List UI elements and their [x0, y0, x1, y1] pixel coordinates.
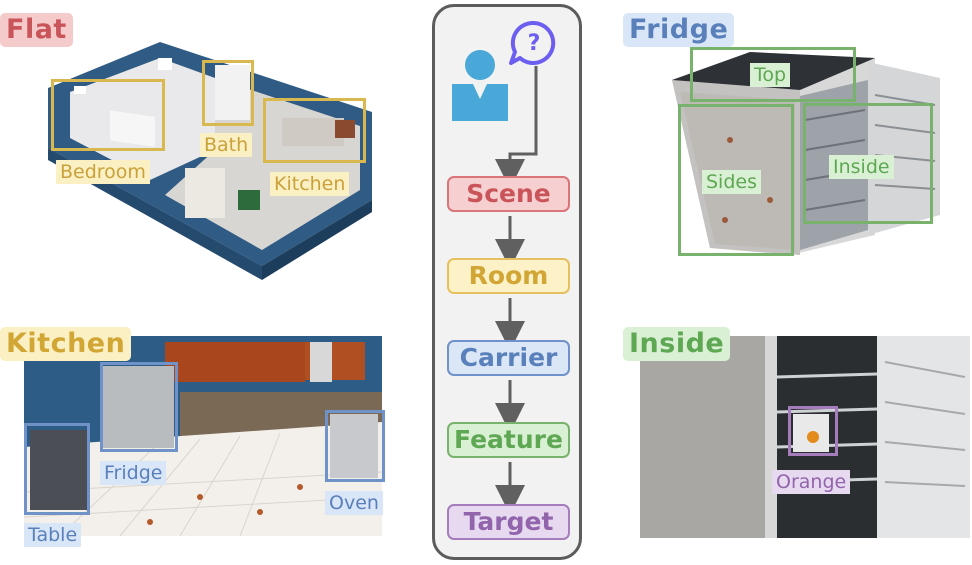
inside-bbox: [803, 103, 933, 224]
kitchen-tag: Kitchen: [0, 327, 132, 361]
kitchen-scene-render: [23, 336, 383, 537]
orange-label: Orange: [772, 470, 851, 494]
oven-bbox: [325, 410, 385, 482]
kitchen-bbox: [263, 98, 366, 163]
inside-tag: Inside: [623, 327, 731, 361]
fridge-label: Fridge: [100, 461, 167, 485]
fridge-tag: Fridge: [623, 13, 735, 47]
svg-text:?: ?: [528, 31, 541, 56]
flat-tag: Flat: [0, 13, 73, 47]
step-scene: Scene: [447, 176, 570, 212]
orange-bbox: [788, 406, 838, 456]
question-chat-icon: ?: [509, 20, 556, 65]
step-target: Target: [447, 504, 570, 540]
flat-panel: Flat Bedroom Bath Kitchen: [0, 0, 420, 290]
fridge-interior-render: [640, 336, 970, 538]
inside-label: Inside: [829, 155, 894, 179]
oven-label: Oven: [325, 491, 383, 515]
bedroom-label: Bedroom: [56, 160, 150, 184]
fridge-panel: Fridge Top Sides Inside: [600, 0, 972, 290]
user-icon: [452, 50, 508, 121]
bath-bbox: [202, 60, 254, 126]
table-label: Table: [24, 523, 82, 547]
fridge-bbox: [100, 362, 178, 452]
kitchen-panel: Kitchen Fridge Table Oven: [0, 322, 420, 562]
inside-panel: Inside Orange: [600, 322, 972, 562]
bedroom-bbox: [51, 79, 165, 151]
bath-label: Bath: [200, 133, 253, 157]
table-bbox: [24, 423, 90, 515]
flow-connector: [495, 66, 538, 515]
step-feature: Feature: [447, 422, 570, 458]
top-label: Top: [750, 63, 791, 87]
sides-label: Sides: [702, 170, 761, 194]
top-bbox: [690, 47, 856, 102]
step-room: Room: [447, 258, 570, 294]
step-carrier: Carrier: [447, 340, 570, 376]
sides-bbox: [678, 104, 794, 256]
kitchen-room-label: Kitchen: [270, 172, 350, 196]
hierarchy-flow-panel: ? Scene Room Carrier Feature Target: [432, 4, 582, 560]
